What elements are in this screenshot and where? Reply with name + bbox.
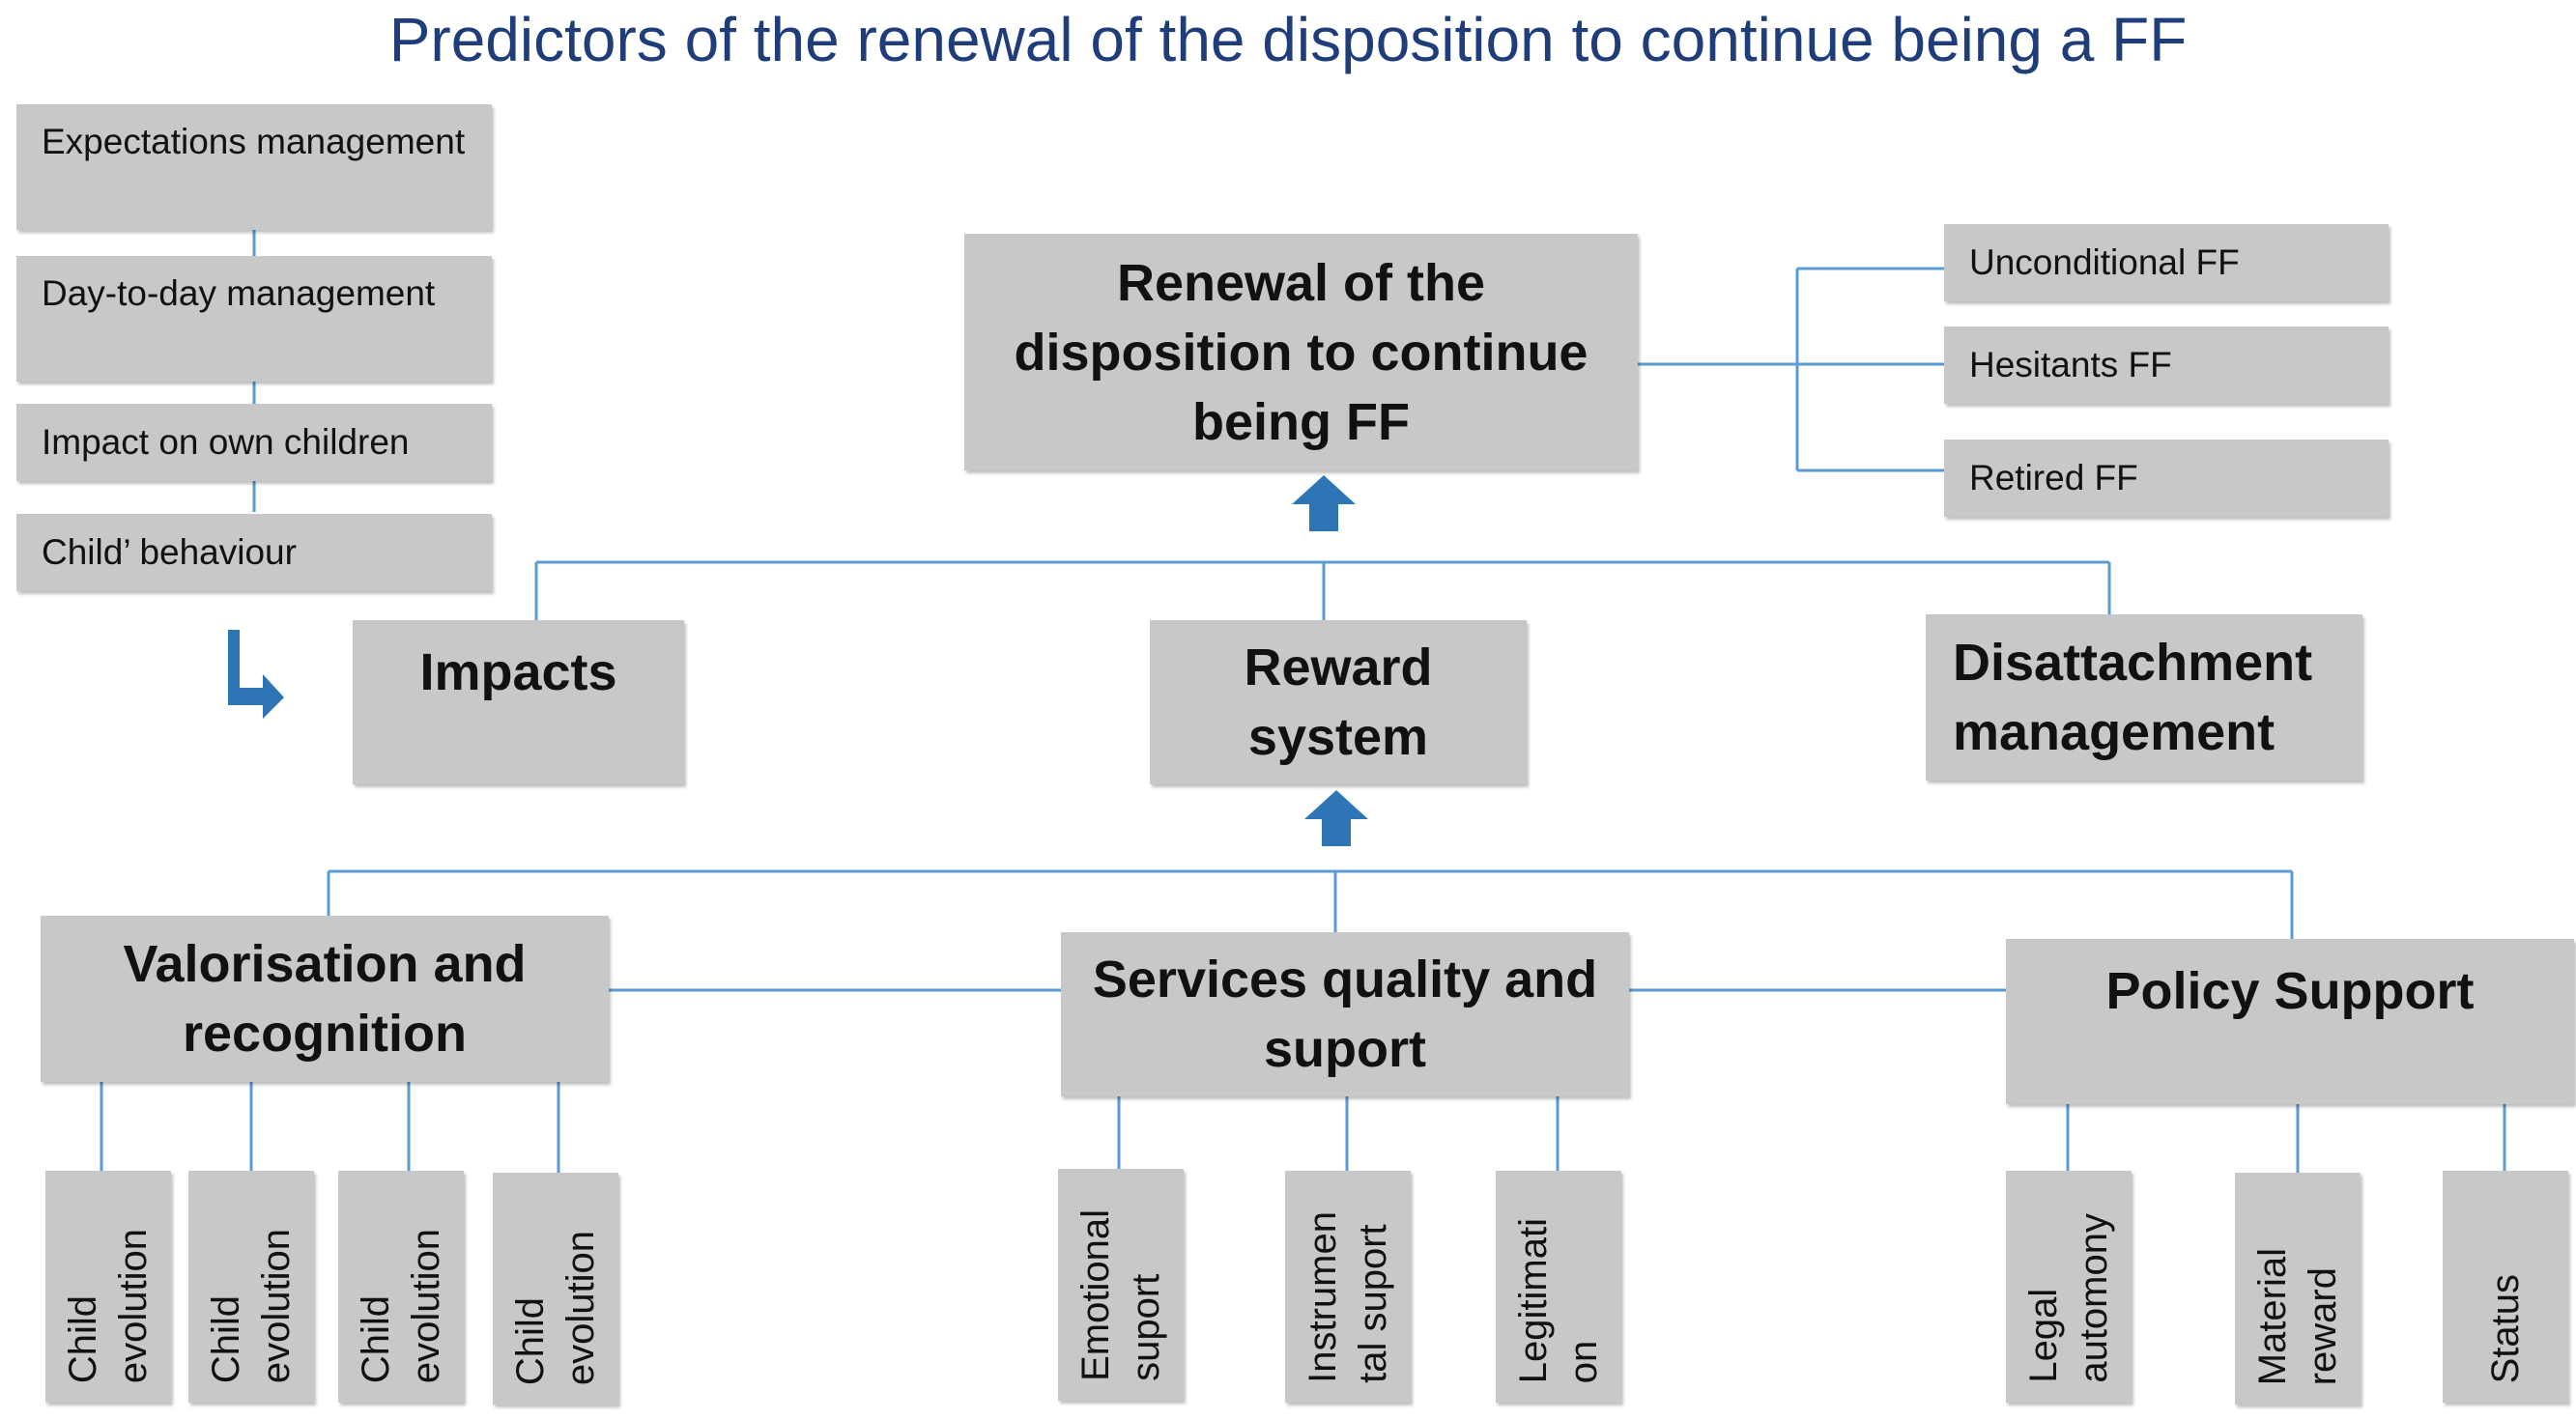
policy-item-label: Material reward [2251,1247,2344,1385]
services-item-label: Legitimati on [1512,1217,1605,1383]
left-list-item-impact-children: Impact on own children [16,404,492,481]
services-item-legitimation: Legitimati on [1496,1171,1621,1403]
impacts-label: Impacts [419,643,617,701]
services-item-instrumental: Instrumen tal suport [1285,1171,1411,1403]
services-item-emotional: Emotional suport [1058,1169,1184,1401]
services-quality-label: Services quality and suport [1092,951,1598,1078]
policy-support-label: Policy Support [2105,962,2475,1020]
bent-arrow-icon [228,630,284,719]
up-arrow-icon [1304,790,1368,846]
policy-item-label: Status [2484,1273,2527,1383]
left-list-item-child-behaviour: Child’ behaviour [16,514,492,591]
renewal-disposition-box: Renewal of the disposition to continue b… [964,234,1638,470]
disattachment-box: Disattachment management [1926,614,2362,781]
valorisation-box: Valorisation and recognition [41,916,609,1082]
policy-support-box: Policy Support [2006,939,2574,1104]
valorisation-item: Child evolution [188,1171,314,1403]
left-list-item-day-to-day: Day-to-day management [16,256,492,382]
policy-item-status: Status [2443,1171,2568,1403]
valorisation-item-label: Child evolution [62,1228,155,1383]
outcome-retired-ff: Retired FF [1944,440,2389,517]
reward-system-label: Reward system [1244,639,1433,766]
renewal-disposition-label: Renewal of the disposition to continue b… [1014,253,1589,451]
services-quality-box: Services quality and suport [1061,932,1629,1096]
valorisation-item: Child evolution [493,1173,618,1405]
policy-item-legal: Legal automony [2006,1171,2132,1403]
valorisation-item-label: Child evolution [509,1230,602,1385]
impacts-box: Impacts [353,620,684,784]
policy-item-material: Material reward [2235,1173,2361,1405]
left-list-item-expectations: Expectations management [16,104,492,230]
valorisation-item-label: Child evolution [355,1228,447,1383]
outcome-hesitants-ff: Hesitants FF [1944,327,2389,404]
valorisation-item: Child evolution [45,1171,171,1403]
outcome-unconditional-ff: Unconditional FF [1944,224,2389,301]
disattachment-label: Disattachment management [1953,634,2313,761]
policy-item-label: Legal automony [2022,1213,2115,1383]
reward-system-box: Reward system [1150,620,1527,784]
diagram-title: Predictors of the renewal of the disposi… [388,5,2188,74]
services-item-label: Instrumen tal suport [1302,1211,1394,1383]
up-arrow-icon [1292,475,1356,531]
services-item-label: Emotional suport [1074,1209,1167,1381]
valorisation-label: Valorisation and recognition [123,935,527,1063]
valorisation-item-label: Child evolution [205,1228,298,1383]
valorisation-item: Child evolution [338,1171,464,1403]
